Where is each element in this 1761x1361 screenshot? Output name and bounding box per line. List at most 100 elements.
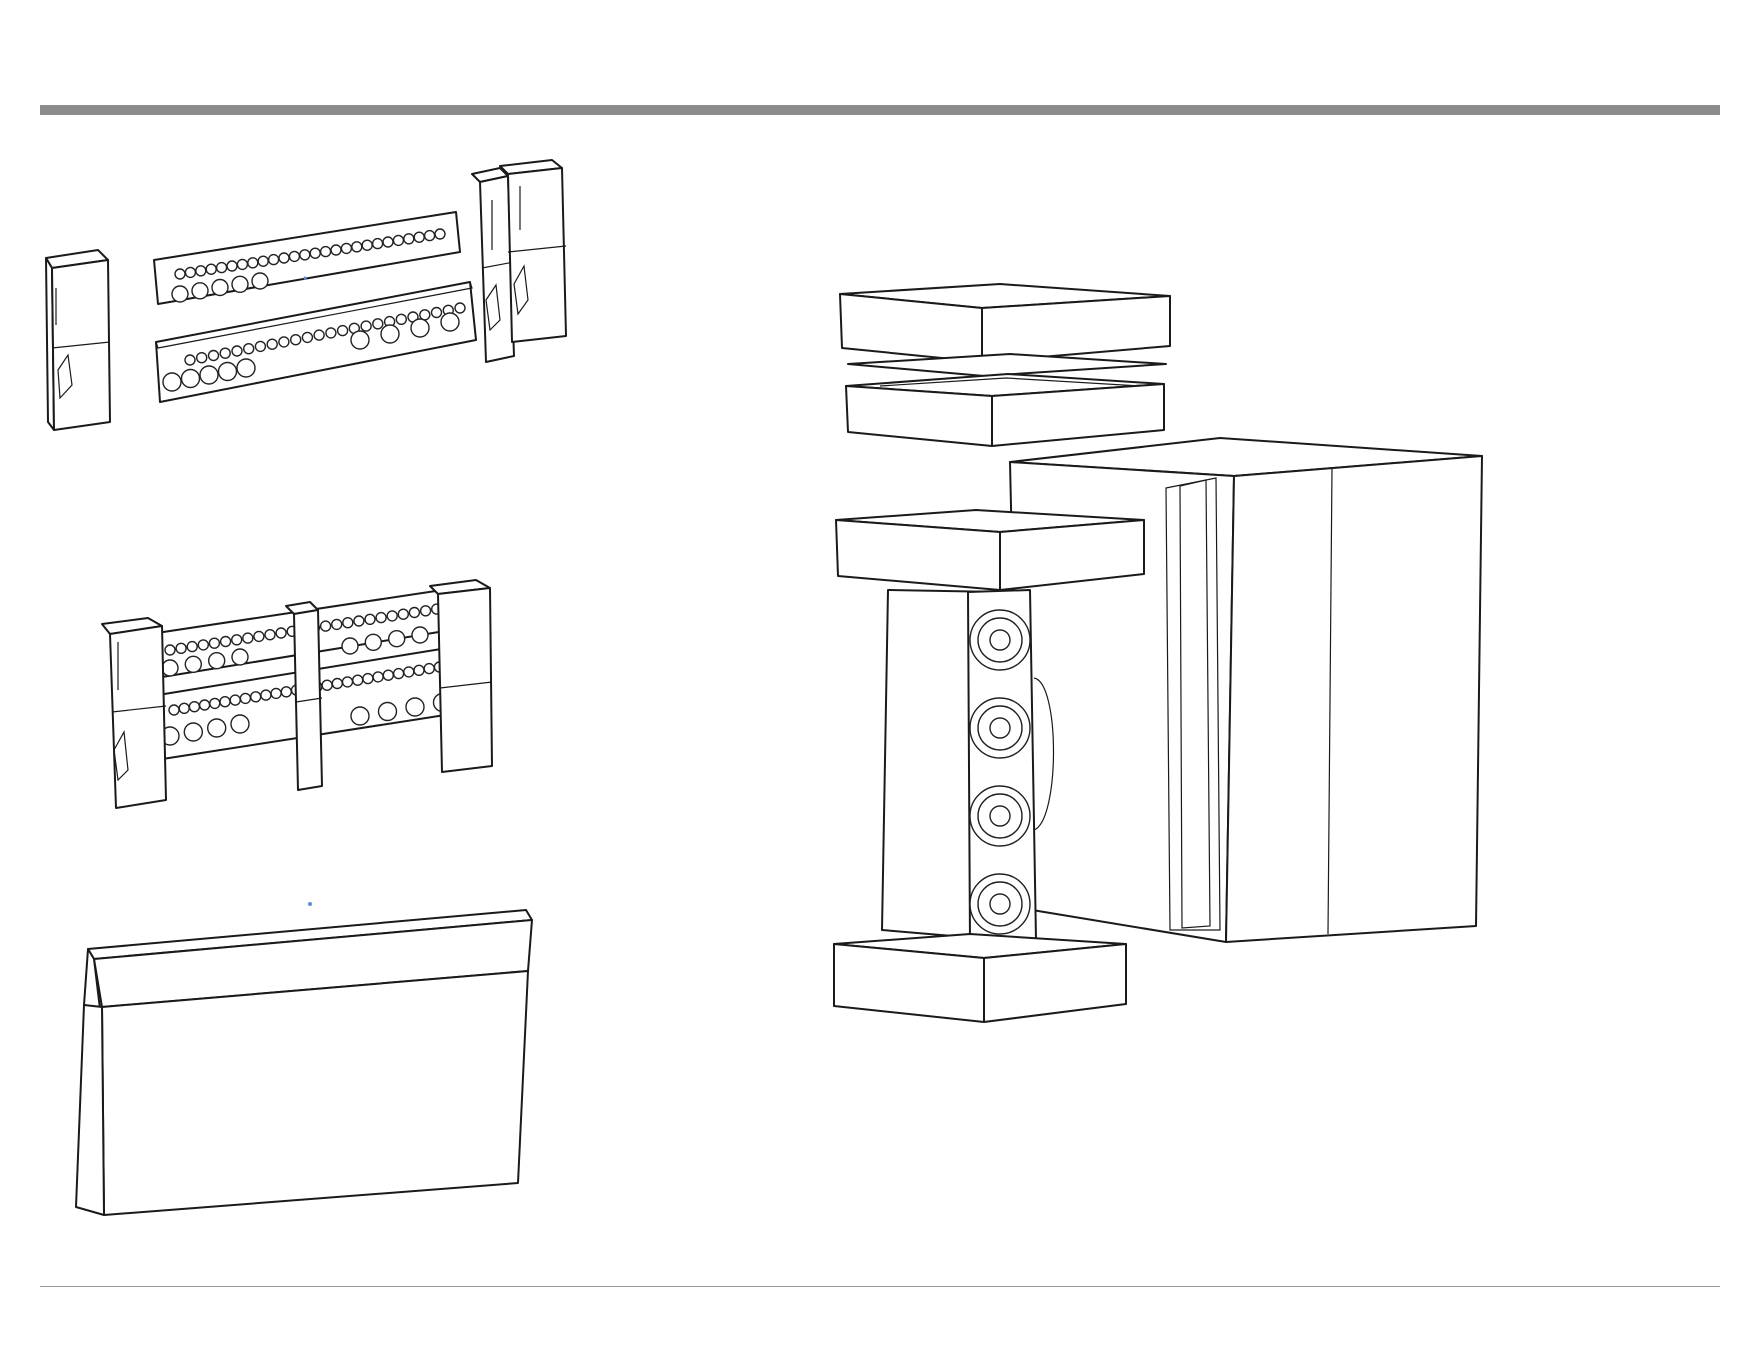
brace-hole <box>389 631 405 647</box>
brace-hole <box>209 638 219 648</box>
brace-hole <box>231 715 249 733</box>
carton-marker-dot <box>308 902 312 906</box>
brace-hole <box>209 351 219 361</box>
brace-hole <box>398 609 408 619</box>
header-rule <box>40 105 1720 115</box>
brace-hole <box>441 313 459 331</box>
brace-hole <box>351 707 369 725</box>
carton-side-face <box>76 1005 104 1215</box>
inner-carton-figure <box>70 895 550 1235</box>
brace-hole <box>221 637 231 647</box>
brace-hole <box>261 690 271 700</box>
brace-hole <box>162 660 178 676</box>
right-cap-assembled <box>430 580 492 772</box>
brace-hole <box>414 665 424 675</box>
middle-foam-cap <box>836 510 1144 590</box>
foam-tray <box>846 374 1164 446</box>
brace-hole <box>267 339 277 349</box>
brace-hole <box>163 373 181 391</box>
packing-inserts-assembled-figure <box>90 580 550 840</box>
brace-hole <box>435 229 445 239</box>
brace-hole <box>206 264 216 274</box>
brace-hole <box>220 697 230 707</box>
brace-hole <box>363 674 373 684</box>
brace-hole <box>227 261 237 271</box>
brace-hole <box>252 273 268 289</box>
brace-hole <box>365 634 381 650</box>
top-foam-cap <box>840 284 1170 362</box>
brace-hole <box>302 332 312 342</box>
brace-hole <box>243 633 253 643</box>
brace-hole <box>404 234 414 244</box>
brace-hole <box>232 276 248 292</box>
brace-hole <box>338 326 348 336</box>
brace-hole <box>353 675 363 685</box>
brace-hole <box>240 693 250 703</box>
brace-hole <box>208 719 226 737</box>
lower-brace-exploded <box>156 282 476 402</box>
brace-hole <box>219 363 237 381</box>
brace-hole <box>387 611 397 621</box>
speaker-driver <box>990 806 1010 826</box>
brace-hole <box>217 263 227 273</box>
brace-hole <box>196 266 206 276</box>
brace-hole <box>248 258 258 268</box>
brace-hole <box>326 328 336 338</box>
brace-hole <box>373 239 383 249</box>
brace-hole <box>379 703 397 721</box>
bottom-foam-cap <box>834 934 1126 1022</box>
brace-hole <box>354 616 364 626</box>
brace-hole <box>322 680 332 690</box>
brace-hole <box>341 243 351 253</box>
brace-hole <box>244 344 254 354</box>
brace-hole <box>169 705 179 715</box>
brace-hole <box>331 245 341 255</box>
brace-hole <box>220 348 230 358</box>
brace-hole <box>192 283 208 299</box>
brace-hole <box>455 303 465 313</box>
brace-hole <box>396 314 406 324</box>
outer-carton <box>1010 438 1482 942</box>
brace-hole <box>421 606 431 616</box>
brace-hole <box>200 700 210 710</box>
brace-hole <box>210 698 220 708</box>
brace-hole <box>300 250 310 260</box>
brace-hole <box>425 231 435 241</box>
brace-hole <box>343 677 353 687</box>
brace-hole <box>394 669 404 679</box>
brace-hole <box>172 286 188 302</box>
speaker-packing-figure <box>820 280 1500 1080</box>
center-marker-dot <box>304 277 307 280</box>
left-end-cap <box>46 250 110 430</box>
brace-hole <box>432 308 442 318</box>
brace-hole <box>373 672 383 682</box>
brace-hole <box>232 649 248 665</box>
brace-hole <box>269 255 279 265</box>
brace-hole <box>383 237 393 247</box>
brace-hole <box>342 638 358 654</box>
brace-hole <box>265 630 275 640</box>
brace-hole <box>381 325 399 343</box>
brace-hole <box>251 692 261 702</box>
brace-hole <box>179 703 189 713</box>
brace-hole <box>200 366 218 384</box>
speaker-in-carton-icon <box>820 280 1500 1080</box>
brace-hole <box>393 235 403 245</box>
brace-hole <box>197 353 207 363</box>
brace-hole <box>362 240 372 250</box>
brace-hole <box>332 619 342 629</box>
brace-hole <box>321 621 331 631</box>
brace-hole <box>424 664 434 674</box>
brace-hole <box>176 643 186 653</box>
brace-hole <box>343 618 353 628</box>
brace-hole <box>351 331 369 349</box>
brace-hole <box>291 335 301 345</box>
brace-hole <box>414 232 424 242</box>
brace-hole <box>185 267 195 277</box>
carton-front-face <box>102 971 528 1215</box>
brace-hole <box>258 256 268 266</box>
brace-hole <box>254 631 264 641</box>
brace-hole <box>237 259 247 269</box>
brace-hole <box>209 653 225 669</box>
brace-hole <box>212 280 228 296</box>
